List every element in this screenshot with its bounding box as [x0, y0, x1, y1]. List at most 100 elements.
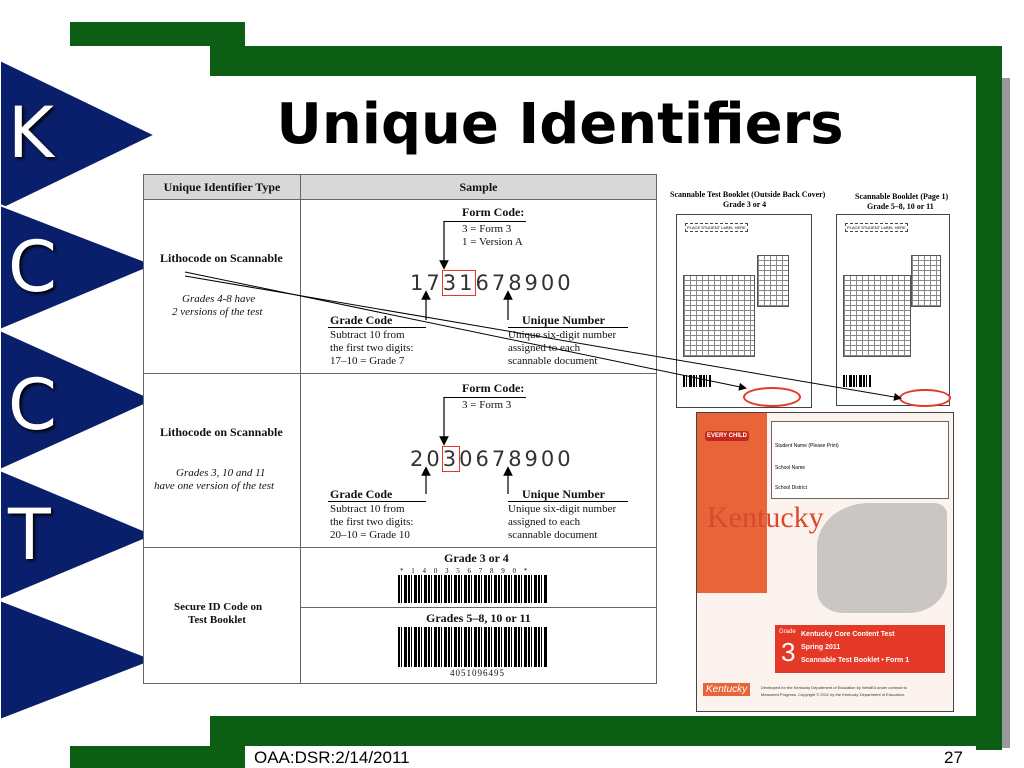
- left-booklet-grid: [683, 275, 755, 357]
- footer-left-text: OAA:DSR:2/14/2011: [254, 748, 410, 767]
- row1-digits-after: 678900: [475, 271, 574, 295]
- cover-title-panel: [775, 625, 945, 673]
- right-booklet-title-line2: Grade 5–8, 10 or 11: [867, 202, 934, 211]
- row1-unique-underline: [508, 327, 628, 328]
- left-booklet-thumbnail: PLACE STUDENT LABEL HERE: [676, 214, 812, 408]
- right-booklet-grid: [843, 275, 911, 357]
- cover-field-school-district: School District: [775, 485, 807, 491]
- cover-state-name: Kentucky: [707, 501, 824, 534]
- table-row-divider-1: [144, 373, 656, 374]
- cover-grade-word: Grade: [779, 629, 796, 635]
- left-booklet-barcode: [683, 375, 711, 387]
- right-booklet-barcode: [843, 375, 871, 387]
- row1-grade-code-title: Grade Code: [330, 313, 393, 327]
- cover-footer-text1: Developed for the Kentucky Department of…: [761, 685, 908, 690]
- row1-form-code-underline: [444, 221, 526, 222]
- cover-line3: Scannable Test Booklet • Form 1: [801, 657, 910, 664]
- cover-field-school-name: School Name: [775, 465, 806, 471]
- left-booklet-label: PLACE STUDENT LABEL HERE: [685, 223, 748, 232]
- row1-unique-line3: scannable document: [508, 355, 598, 367]
- cover-grade-number: 3: [781, 637, 796, 667]
- row2-grade-code-line2: the first two digits:: [330, 516, 414, 528]
- row1-digits-boxed: 31: [441, 270, 477, 296]
- row-arrows: [421, 221, 513, 494]
- row2-lithocode-digits: 2030678900: [410, 446, 574, 472]
- row2-grade-code-line3: 20–10 = Grade 10: [330, 529, 410, 541]
- barcode2: [398, 627, 548, 667]
- barcode2-title: Grades 5–8, 10 or 11: [426, 611, 531, 625]
- row2-form-code-underline: [444, 397, 526, 398]
- row1-unique-line1: Unique six-digit number: [508, 329, 617, 341]
- row2-digits-boxed: 3: [441, 446, 461, 472]
- left-booklet-grid-small: [757, 255, 789, 307]
- sidebar-letter-c1: C: [8, 226, 57, 308]
- row1-note-line1: Grades 4-8 have: [182, 293, 256, 305]
- row2-grade-code-line1: Subtract 10 from: [330, 503, 405, 515]
- row1-grade-code-underline: [328, 327, 426, 328]
- barcode2-digits: 4051096495: [450, 668, 505, 678]
- row2-unique-line1: Unique six-digit number: [508, 503, 617, 515]
- row2-unique-underline: [508, 501, 628, 502]
- barcode1-digits: * 1 4 0 3 5 6 7 8 9 0 *: [400, 567, 531, 575]
- cover-line1: Kentucky Core Content Test: [801, 631, 895, 638]
- sidebar-letter-c2: C: [8, 364, 57, 446]
- row2-unique-line3: scannable document: [508, 529, 598, 541]
- right-booklet-title-line1: Scannable Booklet (Page 1): [855, 192, 949, 201]
- left-booklet-title-line2: Grade 3 or 4: [723, 200, 767, 209]
- frame-top-bar-left: [70, 22, 245, 46]
- table-header-type: Unique Identifier Type: [144, 175, 300, 200]
- row1-grade-code-line3: 17–10 = Grade 7: [330, 355, 405, 367]
- row1-lithocode-digits: 1731678900: [410, 270, 574, 296]
- row1-grade-code-line1: Subtract 10 from: [330, 329, 405, 341]
- left-booklet-highlight: [743, 387, 801, 407]
- row2-form-code-line1: 3 = Form 3: [462, 399, 512, 411]
- row1-unique-line2: assigned to each: [508, 342, 581, 354]
- cover-line2: Spring 2011: [801, 644, 841, 651]
- row1-form-code-line2: 1 = Version A: [462, 236, 523, 248]
- table-row-divider-2: [144, 547, 656, 548]
- row2-type-label: Lithocode on Scannable: [160, 425, 283, 439]
- barcode1: [398, 575, 548, 603]
- row1-note-line2: 2 versions of the test: [172, 306, 263, 318]
- row1-grade-code-line2: the first two digits:: [330, 342, 414, 354]
- slide-title: Unique Identifiers: [276, 92, 844, 157]
- cover-orange-band: [697, 413, 767, 593]
- table-divider-vertical: [300, 175, 301, 683]
- sidebar-triangles: [0, 60, 158, 720]
- sidebar-letter-t: T: [8, 494, 51, 576]
- row2-note-line1: Grades 3, 10 and 11: [176, 467, 266, 479]
- cover-photo-collage: [817, 503, 947, 613]
- row2-form-code-title: Form Code:: [462, 381, 525, 395]
- table-row-divider-3: [301, 607, 656, 608]
- row1-form-code-title: Form Code:: [462, 205, 525, 219]
- cover-footer-logo: Kentucky: [703, 683, 751, 696]
- cover-field-student-name: Student Name (Please Print): [775, 443, 839, 449]
- right-booklet-label: PLACE STUDENT LABEL HERE: [845, 223, 908, 232]
- row2-grade-code-underline: [328, 501, 426, 502]
- test-booklet-cover: EVERY CHILD Student Name (Please Print) …: [696, 412, 954, 712]
- table-header-sample: Sample: [301, 175, 656, 200]
- row2-grade-code-title: Grade Code: [330, 487, 393, 501]
- row1-type-label: Lithocode on Scannable: [160, 251, 283, 265]
- right-booklet-thumbnail: PLACE STUDENT LABEL HERE: [836, 214, 951, 407]
- footer-page-number: 27: [944, 748, 963, 767]
- left-booklet-title-line1: Scannable Test Booklet (Outside Back Cov…: [670, 190, 826, 199]
- row1-form-code-line1: 3 = Form 3: [462, 223, 512, 235]
- cover-footer-text2: Measured Progress. Copyright © 2011 by t…: [761, 692, 906, 697]
- right-booklet-grid-small: [911, 255, 941, 307]
- row3-type-line2: Test Booklet: [188, 614, 246, 626]
- row2-digits-after: 0678900: [459, 447, 574, 471]
- identifier-table: Unique Identifier Type Sample Lithocode …: [143, 174, 657, 684]
- cover-badge: EVERY CHILD: [705, 431, 750, 441]
- frame-top-bar: [210, 46, 1002, 76]
- frame-bottom-bar: [210, 716, 1002, 746]
- row1-unique-title: Unique Number: [522, 313, 606, 327]
- row2-note-line2: have one version of the test: [154, 480, 275, 492]
- frame-shadow-right: [1002, 78, 1010, 748]
- row2-unique-title: Unique Number: [522, 487, 606, 501]
- row2-unique-line2: assigned to each: [508, 516, 581, 528]
- sidebar-letter-k: K: [8, 92, 54, 174]
- row3-type-line1: Secure ID Code on: [174, 601, 263, 613]
- cover-name-fields-box: [771, 421, 949, 499]
